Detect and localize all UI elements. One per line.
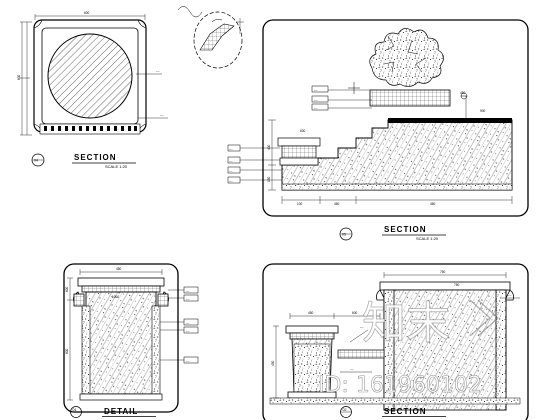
watermark-logo — [469, 299, 499, 337]
section05-callout-2: --- — [314, 98, 318, 102]
section02-title: SECTION — [384, 407, 427, 416]
section02-callout-2: --- — [360, 325, 364, 329]
detail-frame — [63, 263, 179, 413]
detail-callout-2: --- — [186, 297, 190, 301]
section05-pot — [369, 89, 451, 107]
plan-dim-height: 600 — [17, 74, 21, 80]
plan-leader-lines — [136, 73, 168, 119]
plan-dentils — [44, 126, 137, 131]
section05-base-band — [281, 183, 513, 191]
detail-dimension-lines — [67, 269, 163, 401]
section05-callout-5: --- — [229, 159, 233, 163]
section05-dim-8: 600 — [300, 129, 306, 133]
section02-frame — [262, 263, 529, 420]
section05-title: SECTION — [384, 225, 427, 234]
section02-ground — [269, 397, 521, 405]
detail-base — [79, 393, 163, 401]
panel-detail: 450 600 600 1000 --- --- --- --- --- 01 … — [63, 263, 199, 418]
detail-dim-1: 450 — [116, 267, 122, 271]
section05-callout-1: --- — [314, 88, 318, 92]
detail-dim-3: 600 — [65, 348, 69, 354]
plan-dentil-band — [39, 123, 141, 135]
section05-leaf-details — [383, 35, 427, 73]
plan-callout-2: --- — [160, 113, 164, 117]
detail-callout-3: --- — [186, 321, 190, 325]
detail-title-number: 01 — [73, 408, 77, 412]
section05-callout-3: --- — [314, 106, 318, 110]
section05-leader-lines — [240, 89, 372, 181]
section02-dim-3: 600 — [352, 311, 358, 315]
plan-dim-width: 600 — [84, 11, 90, 15]
detail-dim-2: 600 — [65, 286, 69, 292]
section05-scale: SCALE 1:20 — [416, 236, 439, 241]
watermark-id: ID: 161960102 — [318, 373, 482, 398]
detail-tag-boxes — [183, 286, 199, 364]
section02-callout-1: --- — [508, 293, 512, 297]
detail-left-wall — [81, 305, 91, 395]
section02-small-pot — [285, 325, 339, 399]
plan-title-number: 04 — [34, 159, 38, 163]
section05-dim-3: 450 — [430, 202, 436, 206]
section05-dim-4: 400 — [267, 144, 271, 150]
section05-dim-1: 100 — [297, 202, 303, 206]
section05-callout-6: --- — [229, 169, 233, 173]
detail-callout-4: --- — [186, 329, 190, 333]
section02-large-pot — [376, 281, 514, 411]
section05-title-number: 05 — [342, 233, 346, 237]
section02-dim-2: 450 — [308, 311, 314, 315]
detail-leader-lines — [160, 289, 184, 361]
watermark-brand: 知末 — [362, 298, 450, 349]
panel-pot-section: 750 450 600 450 750 --- --- --- 02 SECTI… — [262, 263, 529, 420]
section02-title-number: 02 — [343, 408, 347, 412]
detail-title: DETAIL — [104, 407, 138, 416]
section02-dimension-lines — [273, 272, 507, 399]
detail-cap — [73, 277, 169, 307]
section05-stair-fill — [281, 119, 513, 191]
plan-title: SECTION — [74, 153, 117, 162]
panel-plan-section: 600 600 --- --- 04 — [17, 11, 168, 169]
section02-dim-4: 450 — [271, 360, 275, 366]
section02-dim-5: 750 — [454, 283, 460, 287]
section05-dimension-lines — [268, 96, 513, 204]
section05-frame — [262, 19, 529, 217]
panel-planter-section: 100 450 450 400 150 450 900 600 --- --- … — [227, 19, 529, 241]
section05-shrub — [369, 28, 444, 87]
detail-body — [85, 291, 157, 395]
section05-column-cap — [277, 137, 321, 166]
plan-soil-circle — [47, 33, 133, 119]
section02-dim-1: 750 — [440, 270, 446, 274]
section02-ledge — [337, 349, 385, 359]
section05-callout-7: --- — [229, 179, 233, 183]
plan-scale: SCALE 1:20 — [105, 164, 128, 169]
detail-callout-1: --- — [186, 289, 190, 293]
section05-dim-7: 900 — [480, 109, 486, 113]
watermark: 知末 ID: 161960102 — [318, 298, 499, 398]
section02-callout-3: --- — [350, 367, 354, 371]
plan-callout-1: --- — [156, 69, 160, 73]
section05-callout-4: --- — [229, 147, 233, 151]
detail-dim-4: 1000 — [112, 295, 119, 299]
section05-dim-2: 450 — [334, 202, 340, 206]
section02-leader-lines — [340, 297, 520, 373]
section05-tag-boxes — [227, 85, 329, 184]
section05-top-slab — [388, 118, 512, 123]
detail-callout-5: --- — [186, 359, 190, 363]
section05-level-markers — [348, 82, 468, 100]
detail-bubble — [177, 6, 244, 69]
detail-right-wall — [151, 305, 161, 395]
section05-dim-5: 150 — [267, 176, 271, 182]
plan-dimension-lines — [20, 14, 146, 136]
